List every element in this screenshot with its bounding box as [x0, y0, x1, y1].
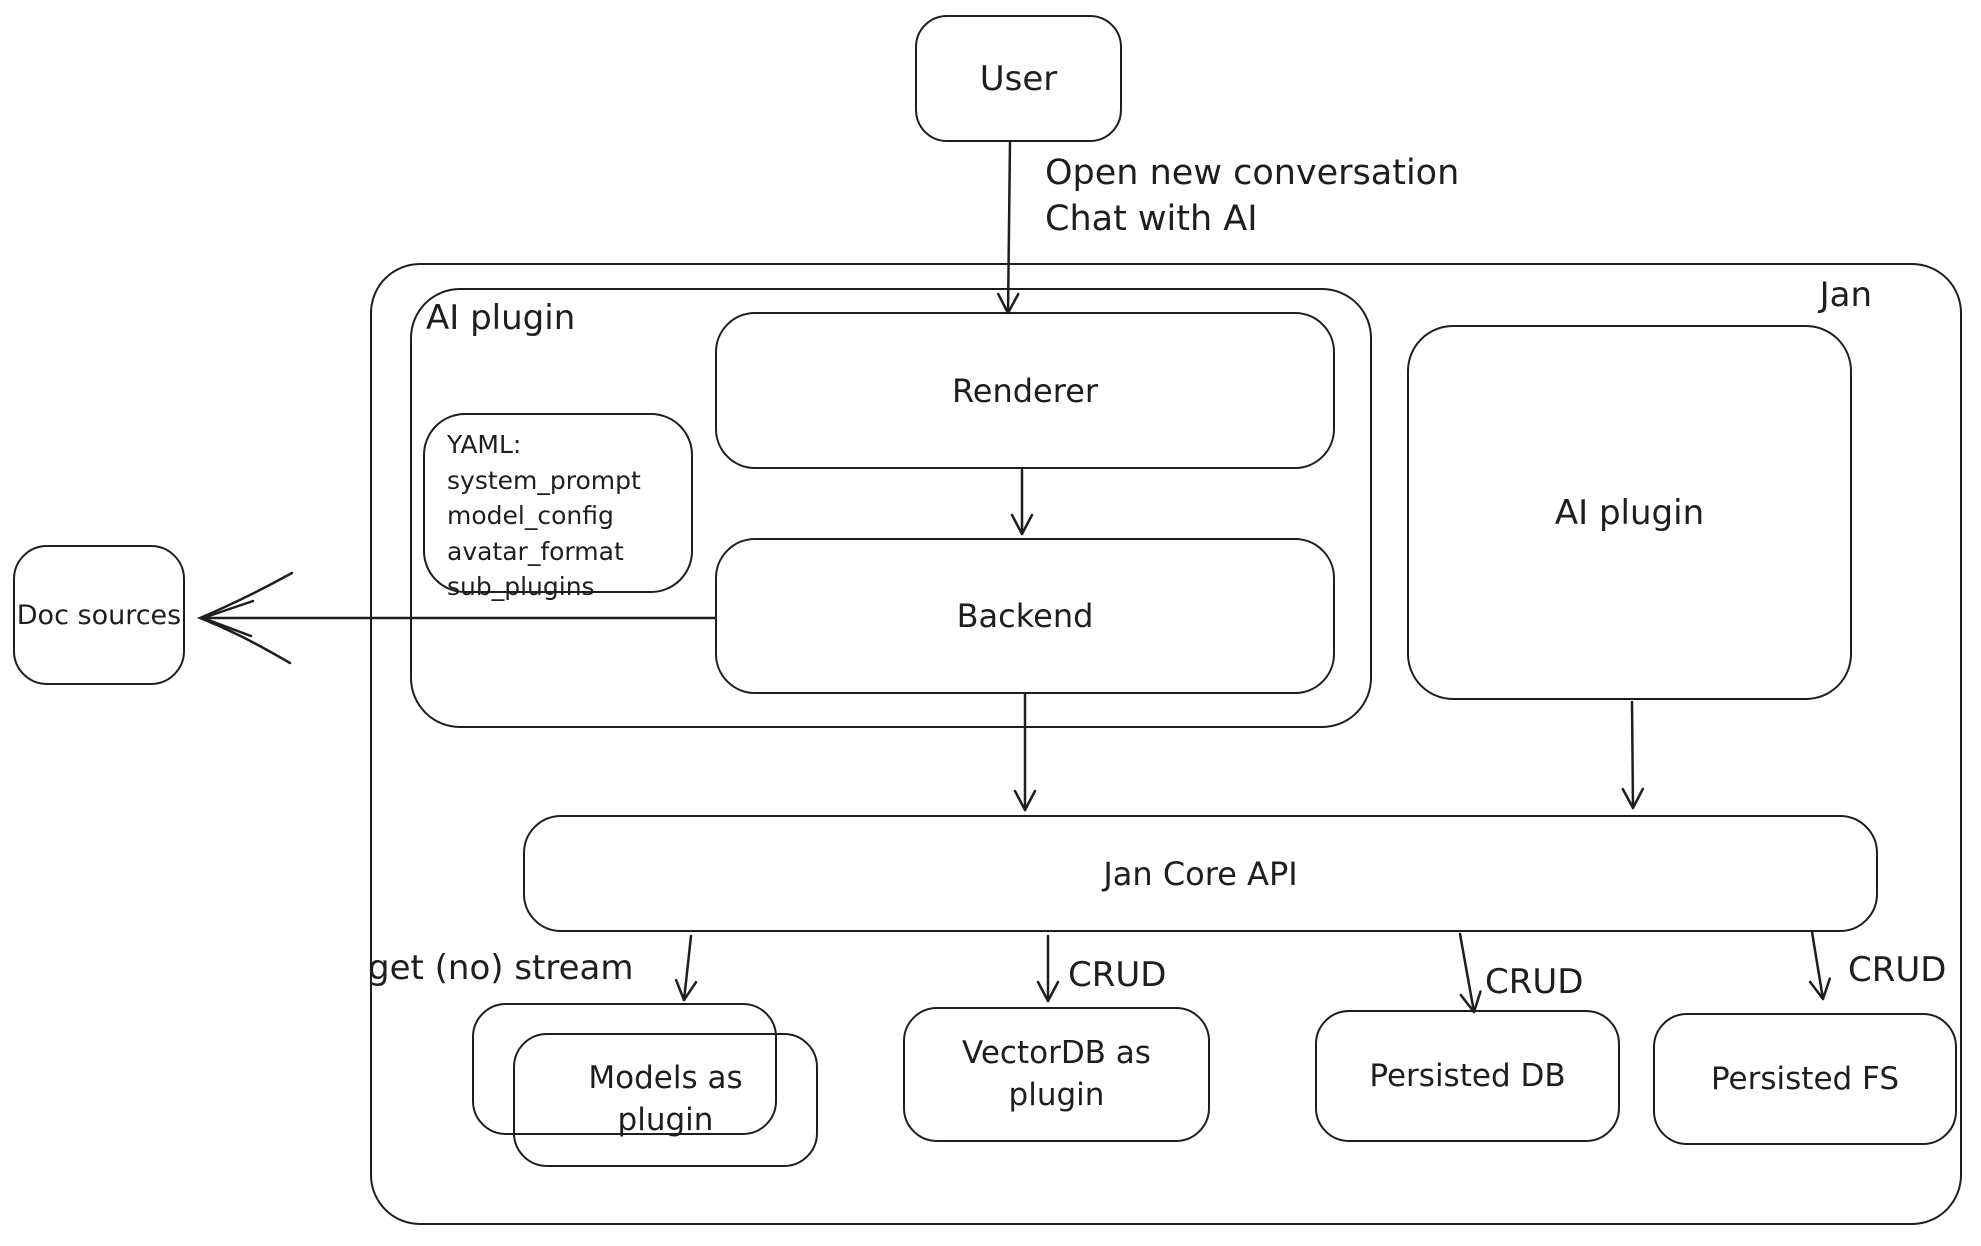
edge-label-get-no-stream: get (no) stream: [368, 948, 634, 988]
node-doc-sources: Doc sources: [13, 545, 185, 685]
node-yaml-note: YAML: system_prompt model_config avatar_…: [423, 413, 693, 601]
edge-label-line: Chat with AI: [1045, 199, 1258, 240]
yaml-note-line: YAML:: [447, 430, 522, 459]
arrow-backend-to-doc-sources-head-inner: [199, 599, 255, 638]
yaml-note-line: avatar_format: [447, 536, 624, 566]
ai-plugin-container-label: AI plugin: [426, 298, 576, 338]
jan-container-label: Jan: [1819, 275, 1872, 315]
node-backend: Backend: [715, 538, 1335, 694]
edge-label-user-to-renderer: Open new conversation Chat with AI: [1045, 150, 1459, 242]
node-models-as-plugin: Models as plugin: [513, 1033, 818, 1167]
node-doc-sources-label: Doc sources: [16, 599, 182, 631]
node-renderer-label: Renderer: [951, 371, 1099, 410]
node-models-as-plugin-label: Models as plugin: [588, 1060, 743, 1138]
node-user: User: [915, 15, 1122, 142]
edge-label-crud-persisted-db: CRUD: [1485, 962, 1584, 1002]
node-vectordb-as-plugin: VectorDB as plugin: [903, 1007, 1210, 1142]
node-jan-container: Jan: [370, 263, 1962, 1225]
node-user-label: User: [979, 58, 1058, 99]
node-jan-core-api-label: Jan Core API: [1103, 854, 1298, 893]
node-vectordb-as-plugin-label: VectorDB as plugin: [962, 1034, 1151, 1113]
node-renderer: Renderer: [715, 312, 1335, 469]
node-ai-plugin-right-label: AI plugin: [1554, 492, 1705, 533]
node-persisted-fs-label: Persisted FS: [1710, 1061, 1900, 1097]
node-persisted-db: Persisted DB: [1315, 1010, 1620, 1142]
node-persisted-db-label: Persisted DB: [1369, 1058, 1566, 1094]
node-ai-plugin-right: AI plugin: [1407, 325, 1852, 700]
node-persisted-fs: Persisted FS: [1653, 1013, 1957, 1145]
edge-label-crud-persisted-fs: CRUD: [1848, 950, 1947, 990]
node-jan-core-api: Jan Core API: [523, 815, 1878, 932]
yaml-note-line: system_prompt: [447, 465, 641, 495]
node-ai-plugin-container: AI plugin: [410, 288, 1372, 728]
yaml-note-line: sub_plugins: [447, 572, 595, 601]
edge-label-crud-vectordb: CRUD: [1068, 955, 1167, 995]
yaml-note-line: model_config: [447, 501, 614, 530]
arrow-backend-to-doc-sources-head: [196, 571, 294, 665]
node-backend-label: Backend: [956, 597, 1094, 635]
node-models-as-plugin-shadow: [472, 1003, 777, 1135]
edge-label-line: Open new conversation: [1045, 153, 1460, 193]
